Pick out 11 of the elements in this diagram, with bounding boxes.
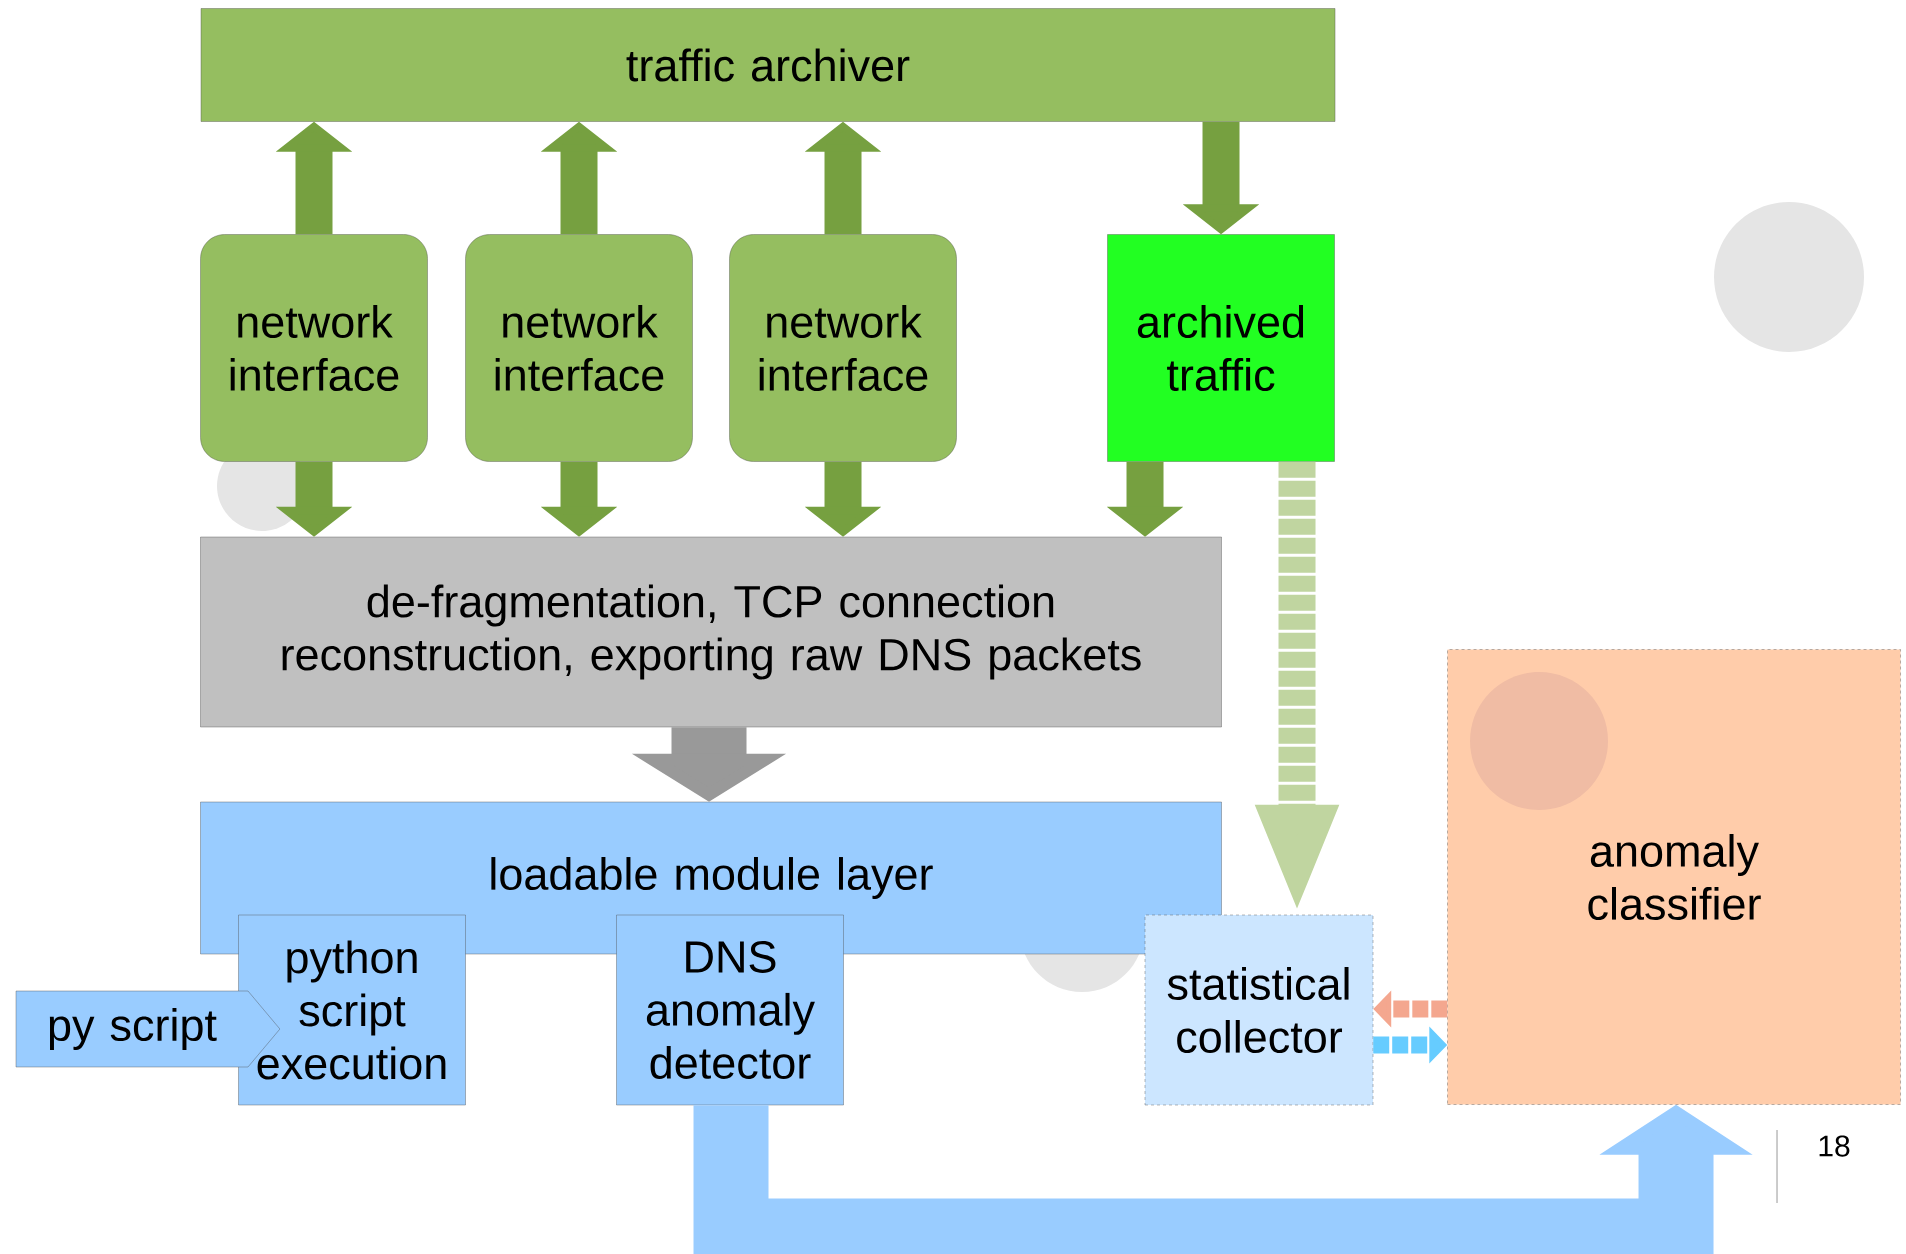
classifier-box: anomaly classifier bbox=[1447, 649, 1901, 1105]
data-box: archived traffic bbox=[1107, 234, 1335, 462]
rounded-box: network interface bbox=[200, 234, 428, 462]
module-box: python script execution bbox=[238, 914, 466, 1106]
module-box: DNS anomaly detector bbox=[616, 914, 844, 1106]
rounded-box: network interface bbox=[729, 234, 957, 462]
process-box: de-fragmentation, TCP connection reconstruction, exporting raw DNS packets bbox=[200, 536, 1222, 728]
rounded-box: network interface bbox=[465, 234, 693, 462]
collector-box: statistical collector bbox=[1144, 914, 1374, 1106]
page-number: 18 bbox=[1819, 1135, 1850, 1157]
process-box: traffic archiver bbox=[200, 8, 1336, 122]
